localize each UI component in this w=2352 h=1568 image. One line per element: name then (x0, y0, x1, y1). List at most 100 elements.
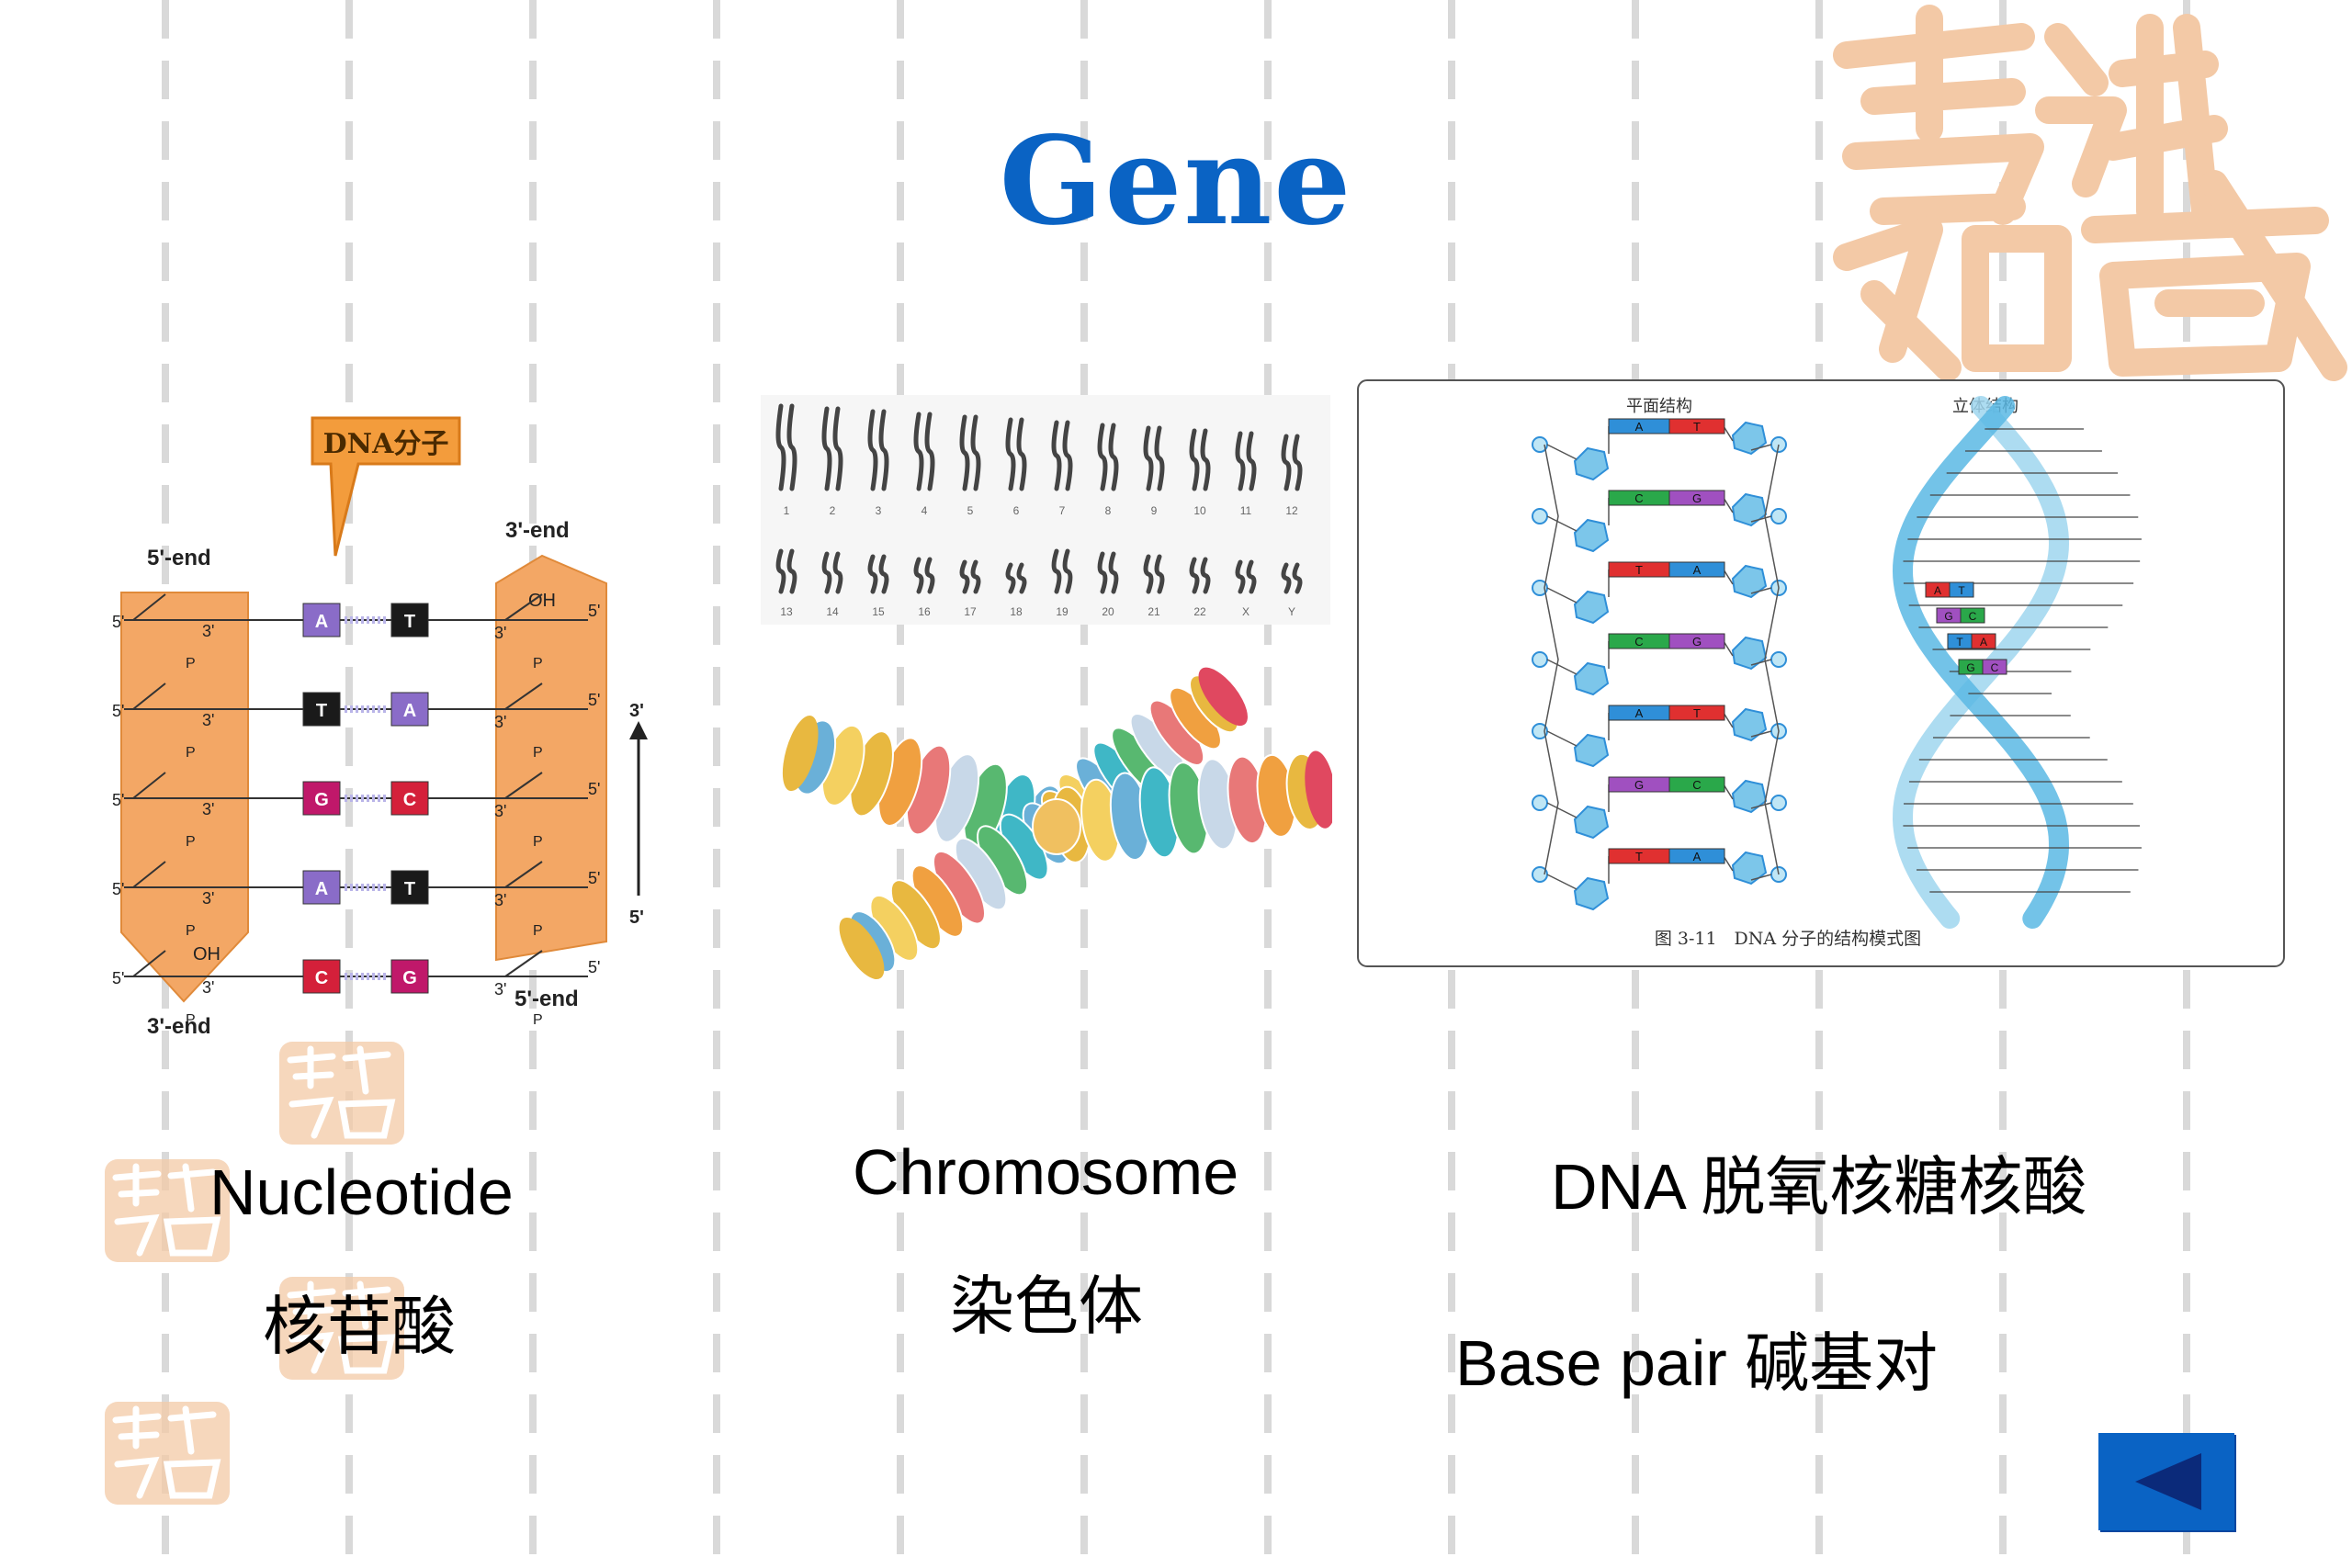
chromosome-glyph (867, 554, 878, 594)
base-pair-label: Base pair 碱基对 (1455, 1327, 1939, 1399)
strand-mark: 5' (112, 702, 124, 720)
backbone-bond (1750, 587, 1772, 594)
karyotype-number: 5 (967, 504, 974, 517)
karyotype-number: 6 (1013, 504, 1020, 517)
base-right (1668, 776, 1725, 793)
base-box-right (390, 603, 429, 637)
helix-base-letter: G (1944, 610, 1952, 623)
chromosome-glyph (1246, 559, 1257, 594)
seal-stamp-small-1 (279, 1042, 404, 1145)
seal-stamp-large (1833, 5, 2347, 381)
helix-base-letter: T (1958, 584, 1965, 597)
helix-base-right (1982, 659, 2007, 675)
sugar-left (1573, 733, 1610, 768)
base-link (1723, 855, 1734, 872)
phosphate-right (1770, 795, 1787, 811)
base-box-right (390, 959, 429, 994)
base-box-right (390, 692, 429, 727)
sugar-bond (132, 593, 166, 621)
direction-arrow-head (629, 721, 648, 739)
dna-label: DNA 脱氧核糖核酸 (1551, 1151, 2087, 1223)
strand-mark: P (186, 923, 196, 939)
karyotype-number: 2 (830, 504, 836, 517)
sugar-left (1573, 518, 1610, 553)
callout-label: DNA分子 (323, 428, 449, 460)
left-backbone (1544, 444, 1559, 875)
chromosome-glyph (913, 412, 924, 491)
strand-mark: 5' (588, 869, 600, 887)
sugar-bond (504, 682, 543, 710)
base-right (1668, 848, 1725, 864)
chromosome-glyph (1154, 425, 1165, 491)
plane-structure-title: 平面结构 (1626, 397, 1692, 416)
base-letter-right: A (403, 701, 416, 721)
helix-strand (1892, 396, 2070, 929)
base-letter-right: A (1693, 850, 1702, 863)
base-box-left (302, 692, 341, 727)
sugar-left (1573, 805, 1610, 840)
chromosome-glyph (924, 557, 935, 594)
chromosome-glyph (1292, 434, 1303, 491)
helix-base-right (1949, 581, 1974, 598)
strand-mark: 5' (588, 780, 600, 798)
slide-title: Gene (999, 110, 1353, 253)
chromosome-glyph (1108, 551, 1119, 594)
chromosome-glyph (970, 414, 981, 491)
back-button[interactable] (2098, 1433, 2234, 1530)
karyotype-number: 1 (784, 504, 790, 517)
end-label-bottom-left: 3'-end (147, 1014, 211, 1039)
callout-bubble (311, 416, 461, 557)
karyotype-number: 19 (1056, 605, 1069, 618)
base-letter-right: T (1693, 706, 1701, 720)
base-letter-left: A (1635, 706, 1644, 720)
base-letter-left: A (1635, 420, 1644, 434)
end-label-top-left: 5'-end (147, 546, 211, 570)
strand-mark: 5' (588, 691, 600, 709)
backbone-bond (1750, 730, 1772, 738)
chromosome-glyph (867, 409, 878, 491)
chromosome-tip (1305, 750, 1332, 829)
base-box-left (302, 959, 341, 994)
sugar-bond (504, 593, 543, 621)
chromosome-glyph (1200, 428, 1211, 491)
axis-bottom-label: 5' (629, 908, 644, 928)
base-letter-right: G (1692, 635, 1702, 649)
backbone-bond (1750, 444, 1772, 451)
chromosome-glyph (1200, 557, 1211, 594)
strand-mark: 5' (588, 958, 600, 976)
chromosome-glyph (1143, 554, 1154, 594)
chromosome-label-en: Chromosome (853, 1136, 1239, 1208)
right-backbone (1764, 444, 1780, 875)
chromosome-glyph (959, 414, 970, 491)
karyotype-number: Y (1288, 605, 1295, 618)
chromosome-glyph (924, 412, 935, 491)
chromosome-glyph (1051, 548, 1062, 594)
chromosome-glyph (1097, 551, 1108, 594)
karyotype-number: 4 (922, 504, 928, 517)
base-letter-left: C (315, 968, 328, 988)
backbone-bond (1546, 659, 1577, 675)
strand-mark: 3' (202, 711, 214, 729)
karyotype-number: 15 (872, 605, 885, 618)
backbone-bond (1546, 802, 1577, 818)
base-letter-left: A (315, 879, 328, 899)
backbone-bond (1546, 874, 1577, 890)
sugar-left (1573, 661, 1610, 696)
chromosome-glyph (786, 548, 797, 594)
base-letter-right: A (1693, 563, 1702, 577)
nucleotide-label-zh: 核苷酸 (263, 1291, 456, 1362)
chromosome-tip (1198, 667, 1248, 727)
helix-base-right (1960, 607, 1985, 624)
base-right (1668, 633, 1725, 649)
centromere (1032, 798, 1081, 855)
karyotype-number: 16 (918, 605, 931, 618)
figure-frame (1357, 379, 2285, 967)
base-letter-right: T (404, 879, 415, 899)
chromosome-glyph (1246, 431, 1257, 491)
helix-base-letter: T (1956, 636, 1963, 649)
oh-top-label: OH (528, 591, 556, 611)
strand-mark: 5' (112, 791, 124, 809)
